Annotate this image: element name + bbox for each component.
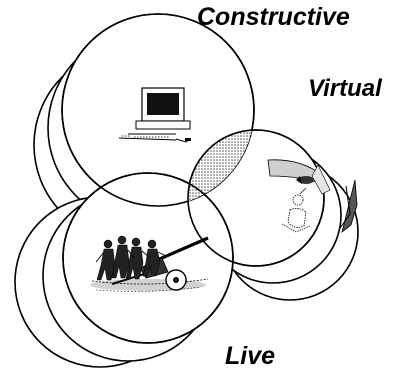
soldiers-with-artillery-icon: [90, 235, 209, 292]
virtual-circle-outline: [187, 129, 325, 267]
constructive-label: Constructive: [197, 3, 350, 31]
computer-workstation-icon: [118, 87, 191, 143]
live-label: Live: [225, 342, 276, 370]
constructive-circle-outline: [61, 13, 255, 207]
simulator-cockpit-icon: [267, 159, 358, 234]
constructive-virtual-overlap: [188, 130, 254, 206]
virtual-label: Virtual: [308, 75, 382, 102]
live-circle-outline: [62, 172, 234, 344]
